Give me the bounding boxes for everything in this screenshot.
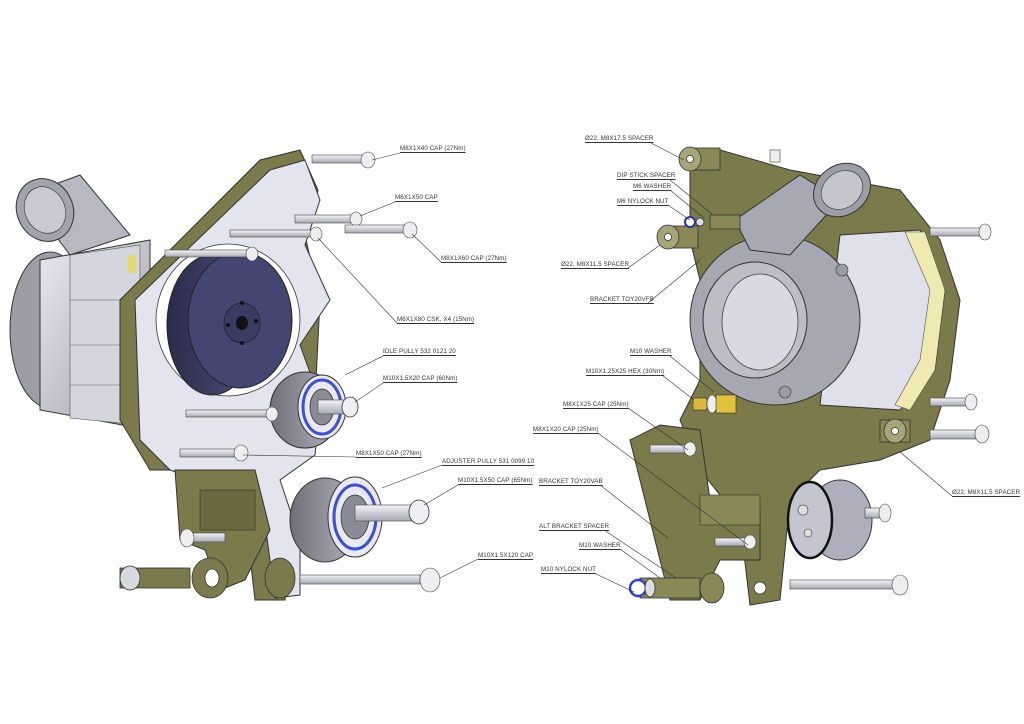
main-drive-pulley <box>155 243 301 397</box>
callout-m6x1x50-cap: M6X1X50 CAP <box>395 194 438 201</box>
brass-hex-fitting <box>692 394 737 414</box>
callout-m8x1x60-cap: M8X1X60 CAP (27Nm) <box>441 255 507 262</box>
callout-bracket-toy20vfb: BRACKET TOY20VFB <box>590 296 654 303</box>
callout-alt-bracket-spacer: ALT BRACKET SPACER <box>539 523 610 530</box>
callout-m8x1x50-cap: M8X1X50 CAP (27Nm) <box>356 450 422 457</box>
callout-spacer-m8x11-5-lower: Ø22, M8X11.5 SPACER <box>952 489 1021 496</box>
callout-m10-washer-upper: M10 WASHER <box>630 348 672 355</box>
callout-m10x1-25x25-hex: M10X1.25X25 HEX (30Nm) <box>586 368 665 375</box>
callout-m10x1-5x20-cap: M10X1.5X20 CAP (60Nm) <box>383 375 458 382</box>
right-assembly-view <box>593 142 992 606</box>
left-bolts <box>164 151 441 593</box>
callout-m6-washer: M6 WASHER <box>633 183 672 190</box>
left-lower-arm <box>119 557 296 599</box>
callout-m6-nylock-nut: M6 NYLOCK NUT <box>617 198 669 205</box>
right-lower-nut <box>628 572 767 604</box>
left-assembly-view <box>9 149 479 601</box>
adjuster-pulley <box>289 476 430 563</box>
callout-spacer-m8x17-5: Ø22, M8X17.5 SPACER <box>585 135 654 142</box>
callout-adjuster-pully: ADJUSTER PULLY 531 0099 10 <box>442 458 535 465</box>
callout-dip-stick-spacer: DIP STICK SPACER <box>617 172 676 179</box>
right-bolts <box>649 149 992 596</box>
callout-m10x1-5x120-cap: M10X1.5X120 CAP <box>478 552 534 559</box>
callout-bracket-toy20vab: BRACKET TOY20VAB <box>539 478 603 485</box>
callout-m10x1-5x50-cap: M10X1.5X50 CAP (65Nm) <box>458 477 533 484</box>
right-idle-roller <box>786 479 873 561</box>
callout-idle-pully: IDLE PULLY 532 0121 20 <box>383 348 456 355</box>
idle-pulley <box>269 371 359 449</box>
callout-m10-washer-lower: M10 WASHER <box>579 542 621 549</box>
right-supercharger-housing <box>689 162 946 411</box>
callout-spacer-m8x11-5-upper: Ø22, M8X11.5 SPACER <box>561 261 630 268</box>
callout-m8x1x25-cap: M8X1X25 CAP (25Nm) <box>563 401 629 408</box>
right-leader-lines <box>593 142 953 593</box>
callout-m6x1x80-csk: M6X1X80 CSK, X4 (15Nm) <box>397 316 475 323</box>
right-spacers <box>656 146 911 444</box>
callout-m8x1x40-cap: M8X1X40 CAP (27Nm) <box>400 145 466 152</box>
left-leader-lines <box>242 152 479 579</box>
callout-m10-nylock-nut: M10 NYLOCK NUT <box>541 566 597 573</box>
callout-m8x1x20-cap: M8X1X20 CAP (25Nm) <box>533 426 599 433</box>
